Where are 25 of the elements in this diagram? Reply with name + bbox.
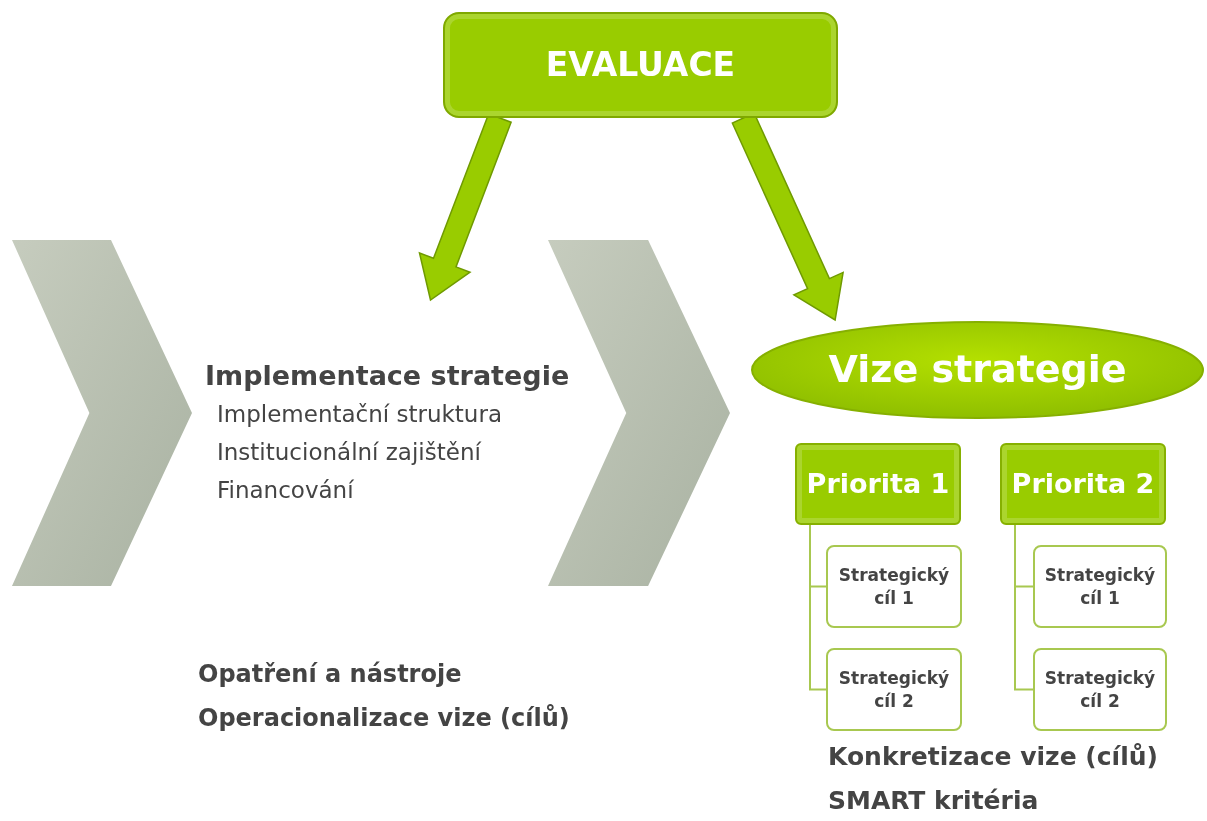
box-label: Strategický cíl 2 (1043, 667, 1157, 712)
priority-box (1000, 443, 1166, 525)
note-text: Operacionalizace vize (cílů) (198, 704, 570, 732)
box-label: Vize strategie (828, 346, 1127, 394)
box-label: Priorita 1 (806, 467, 950, 502)
note-text: Opatření a nástroje (198, 660, 462, 688)
box-label: Priorita 2 (1011, 467, 1155, 502)
note-text: Konkretizace vize (cílů) (828, 742, 1158, 771)
box-label: Strategický cíl 1 (1043, 564, 1157, 609)
goal-box (826, 545, 962, 628)
heading-text: Implementace strategie (205, 360, 570, 391)
box-label: Strategický cíl 2 (837, 667, 951, 712)
process-box (443, 12, 838, 118)
box-label: EVALUACE (545, 43, 736, 86)
priority-box (795, 443, 961, 525)
list-item: Financování (217, 476, 354, 505)
goal-box (1033, 545, 1167, 628)
list-item: Institucionální zajištění (217, 438, 481, 467)
connector-line (1014, 524, 1034, 691)
connector-line (809, 524, 827, 691)
list-item: Implementační struktura (217, 400, 502, 429)
goal-box (1033, 648, 1167, 731)
goal-box (826, 648, 962, 731)
box-label: Strategický cíl 1 (837, 564, 951, 609)
note-text: SMART kritéria (828, 786, 1039, 815)
